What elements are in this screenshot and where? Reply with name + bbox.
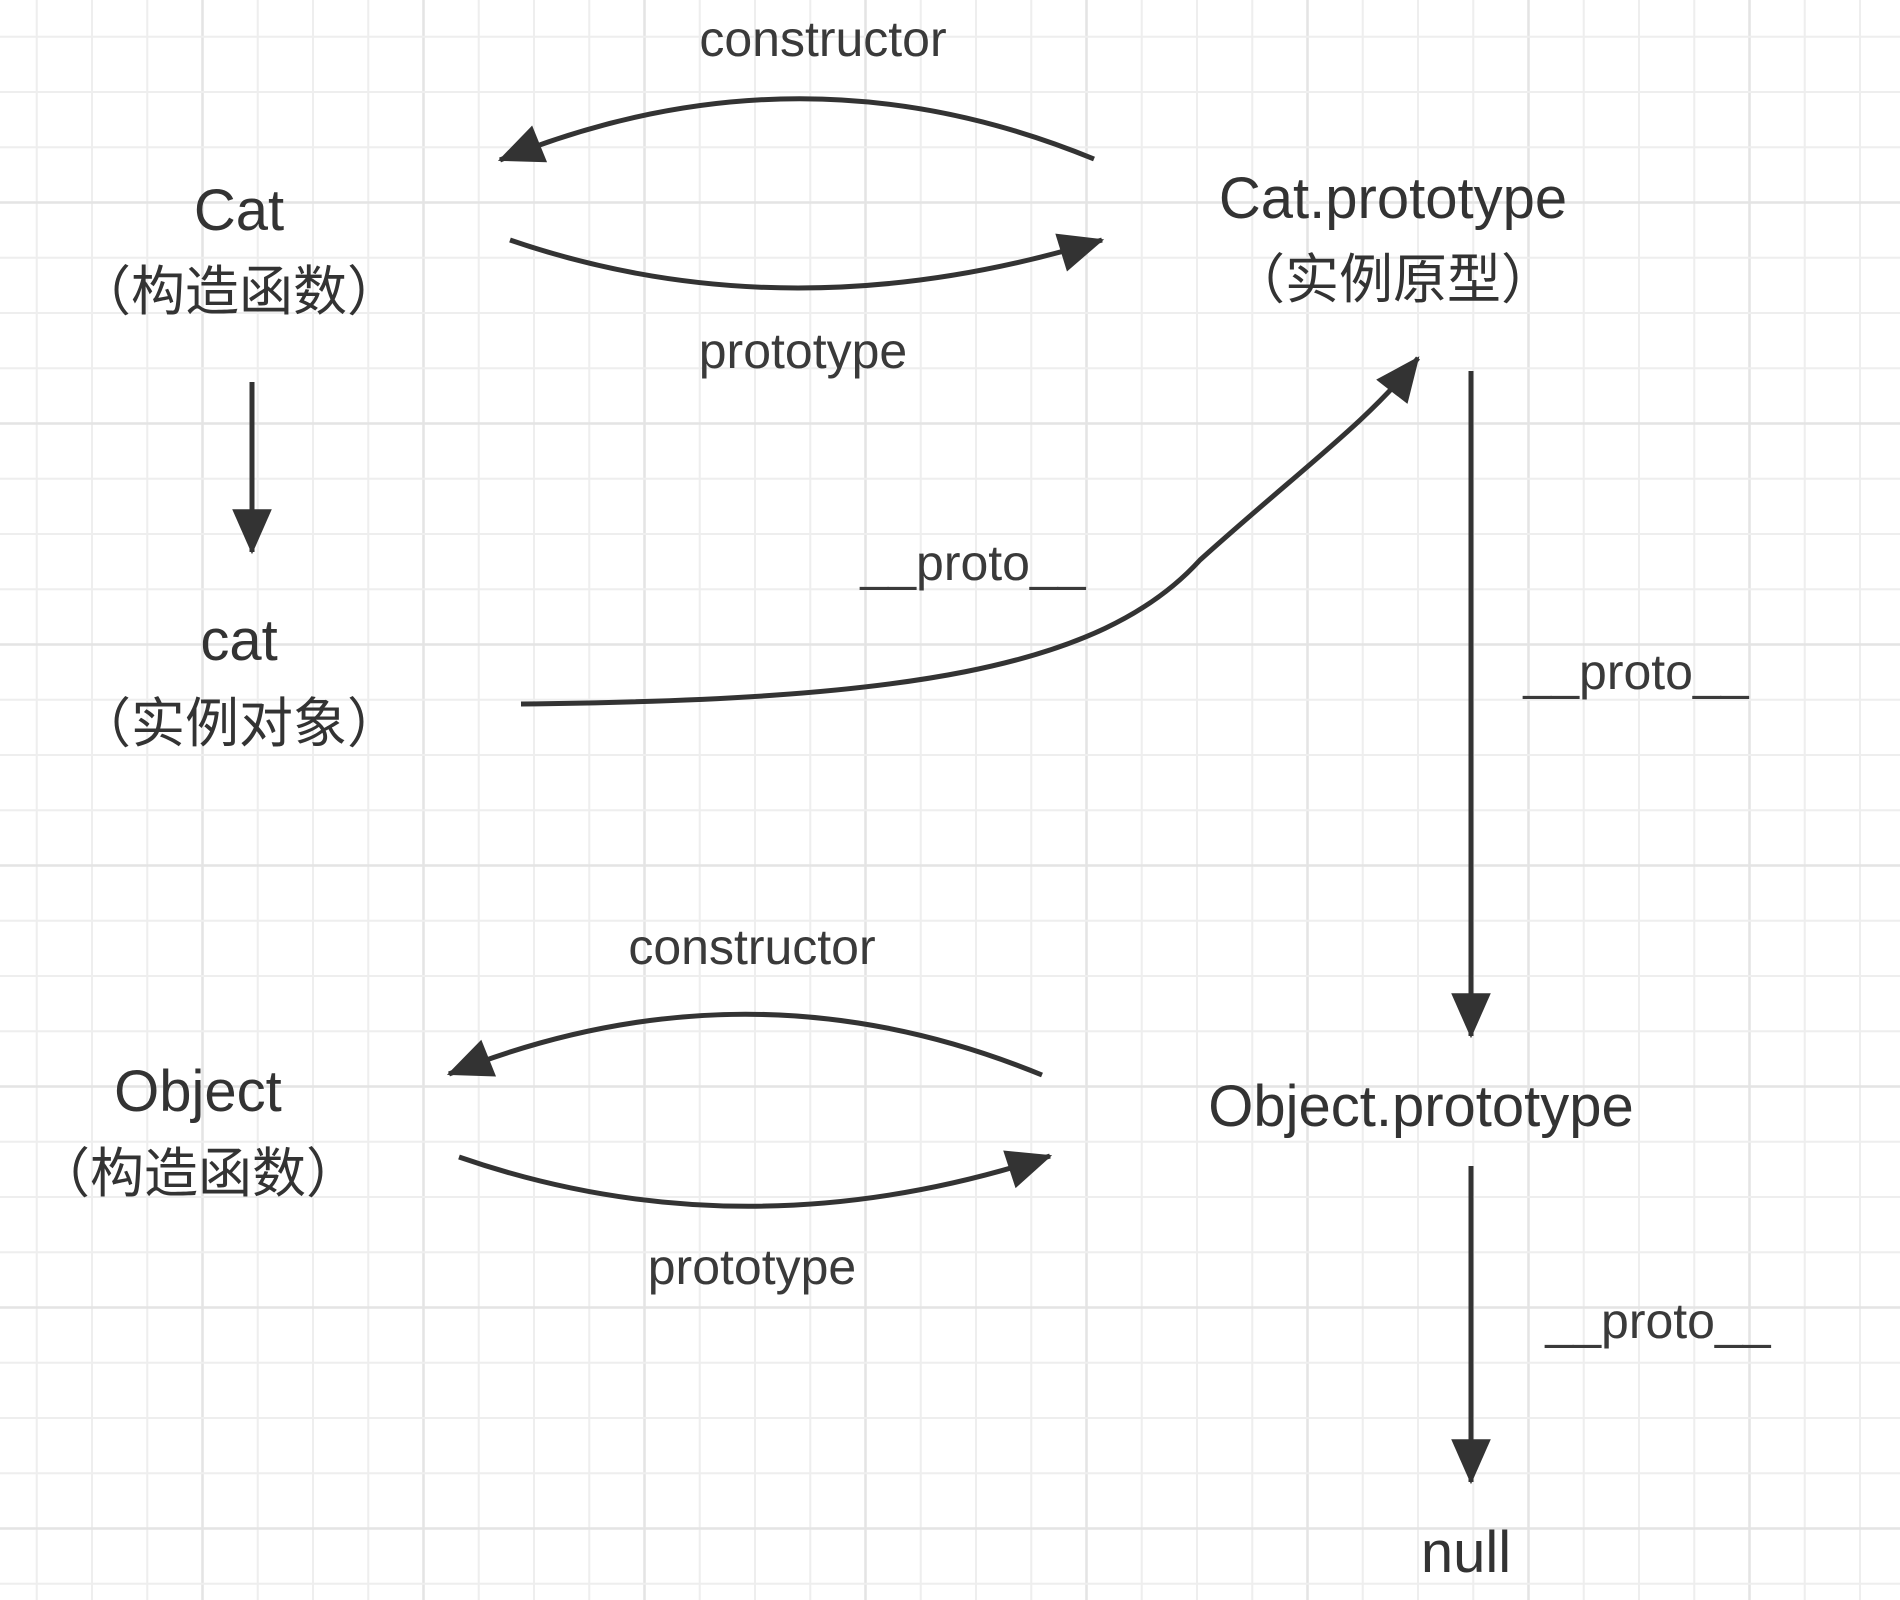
edge-labels: constructor prototype __proto__ __proto_… <box>628 11 1771 1349</box>
node-cat-instance: cat （实例对象） <box>77 608 401 755</box>
node-object-constructor-name: Object <box>114 1059 282 1124</box>
edge-cat-constructor-to-cat-prototype <box>509 233 1105 291</box>
edges <box>232 96 1491 1485</box>
node-null-name: null <box>1421 1520 1511 1585</box>
node-object-constructor: Object （构造函数） <box>36 1059 360 1205</box>
node-cat-prototype: Cat.prototype （实例原型） <box>1219 166 1567 311</box>
node-cat-constructor-sub: （构造函数） <box>77 260 401 323</box>
node-cat-prototype-name: Cat.prototype <box>1219 166 1567 231</box>
edge-label-proto-cat-prototype: __proto__ <box>1522 644 1749 700</box>
node-cat-constructor: Cat （构造函数） <box>77 178 401 323</box>
edge-label-proto-object-prototype: __proto__ <box>1544 1293 1771 1349</box>
node-object-constructor-sub: （构造函数） <box>36 1142 360 1205</box>
node-cat-instance-name: cat <box>200 608 277 673</box>
edge-label-constructor-bottom: constructor <box>628 919 875 975</box>
edge-object-prototype-to-object-constructor <box>446 1011 1043 1078</box>
node-null: null <box>1421 1520 1511 1585</box>
edge-label-prototype-bottom: prototype <box>648 1239 856 1295</box>
edge-label-constructor-top: constructor <box>699 11 946 67</box>
node-object-prototype: Object.prototype <box>1208 1074 1634 1139</box>
edge-cat-instance-to-cat-prototype <box>520 356 1420 707</box>
edge-label-prototype-top: prototype <box>699 323 907 379</box>
node-cat-prototype-sub: （实例原型） <box>1231 248 1555 311</box>
node-cat-instance-sub: （实例对象） <box>77 692 401 755</box>
edge-cat-prototype-to-cat-constructor <box>497 96 1095 163</box>
edge-object-constructor-to-object-prototype <box>458 1150 1053 1209</box>
edge-label-proto-cat-instance: __proto__ <box>859 535 1086 591</box>
node-object-prototype-name: Object.prototype <box>1208 1074 1634 1139</box>
node-cat-constructor-name: Cat <box>194 178 284 243</box>
